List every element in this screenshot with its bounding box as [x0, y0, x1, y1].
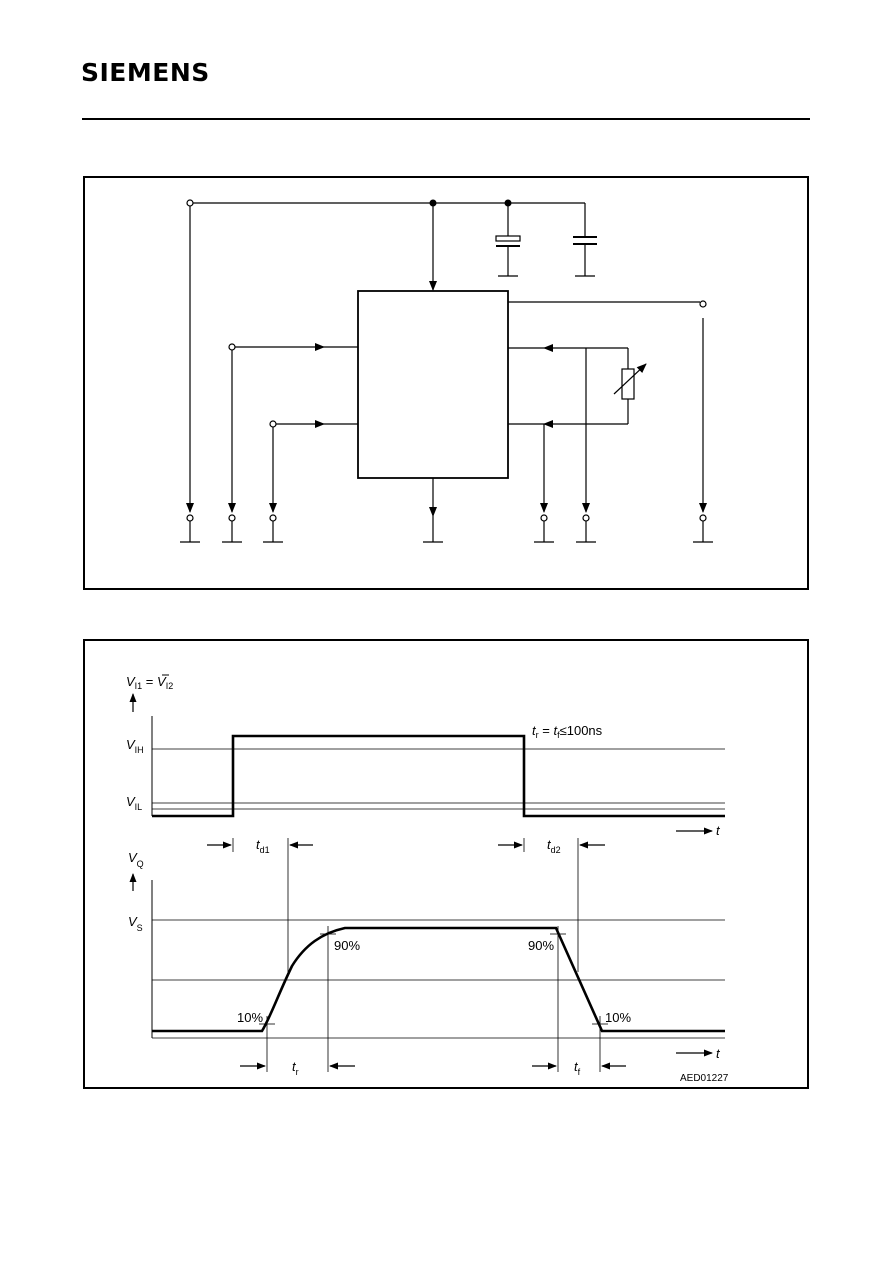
p10-left-label: 10% — [237, 1010, 263, 1025]
time-axis-label: t — [716, 823, 721, 838]
test-circuit-panel — [83, 176, 809, 590]
p90-left-label: 90% — [334, 938, 360, 953]
input-voltage-label: VI1 = VI2 — [126, 674, 173, 691]
vil-label: VIL — [126, 794, 142, 812]
p10-right-label: 10% — [605, 1010, 631, 1025]
siemens-logo: SIEMENS — [81, 58, 210, 87]
p90-right-label: 90% — [528, 938, 554, 953]
tr-label: tr — [292, 1059, 299, 1077]
figure-code: AED01227 — [680, 1073, 729, 1084]
terminal-output — [699, 300, 707, 308]
vq-label: VQ — [128, 850, 144, 869]
rise-fall-spec-label: tr = tf≤100ns — [532, 723, 603, 740]
test-circuit-diagram — [180, 199, 713, 543]
vs-label: VS — [128, 914, 143, 933]
output-waveform — [152, 926, 725, 1033]
input-pulse-waveform — [152, 734, 725, 818]
td2-label: td2 — [547, 837, 561, 855]
timing-diagram-panel — [83, 639, 809, 1089]
time-axis-label-2: t — [716, 1046, 721, 1061]
vih-label: VIH — [126, 737, 144, 755]
td1-label: td1 — [256, 837, 270, 855]
header-rule — [82, 118, 810, 120]
tf-label: tf — [574, 1059, 581, 1077]
electrolytic-capacitor — [495, 235, 521, 242]
